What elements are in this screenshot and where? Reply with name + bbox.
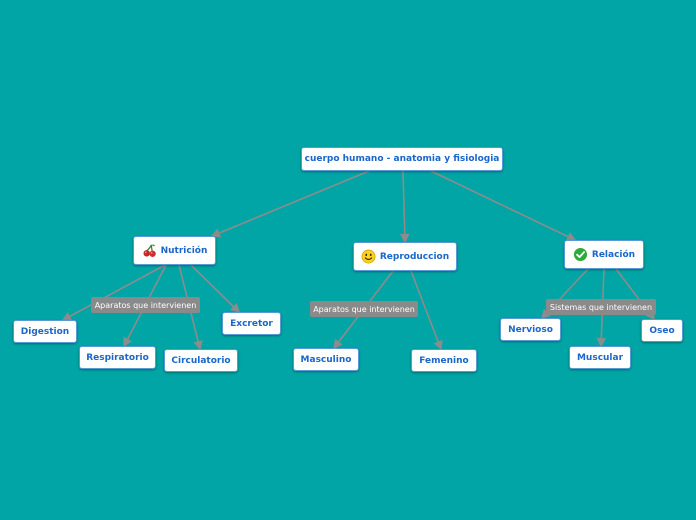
branch-node-reproduccion[interactable]: Reproduccion xyxy=(353,242,457,271)
child-node-femenino-label: Femenino xyxy=(419,355,469,366)
child-node-oseo[interactable]: Oseo xyxy=(641,319,683,342)
child-node-excretor-label: Excretor xyxy=(230,318,273,329)
connector-root-to-reproduccion xyxy=(399,170,410,244)
connector-nutricion-to-excretor xyxy=(190,264,241,314)
child-node-respiratorio[interactable]: Respiratorio xyxy=(79,346,156,369)
connector-label-reproduccion: Aparatos que intervienen xyxy=(310,301,418,317)
child-node-masculino[interactable]: Masculino xyxy=(293,348,359,371)
branch-node-relacion-label: Relación xyxy=(591,249,636,260)
root-node[interactable]: cuerpo humano - anatomia y fisiologia xyxy=(301,147,503,171)
child-node-digestion-label: Digestion xyxy=(20,326,70,337)
branch-node-nutricion[interactable]: Nutrición xyxy=(133,236,216,265)
child-node-nervioso-label: Nervioso xyxy=(508,324,553,335)
connector-root-to-relacion xyxy=(430,170,577,241)
child-node-masculino-label: Masculino xyxy=(300,354,352,365)
root-node-label: cuerpo humano - anatomia y fisiologia xyxy=(304,154,500,164)
branch-node-relacion[interactable]: Relación xyxy=(564,240,644,269)
cherries-icon xyxy=(142,243,157,258)
child-node-muscular[interactable]: Muscular xyxy=(569,346,631,369)
child-node-digestion[interactable]: Digestion xyxy=(13,320,77,343)
connector-label-nutricion: Aparatos que intervienen xyxy=(91,297,200,313)
child-node-femenino[interactable]: Femenino xyxy=(411,349,477,372)
connector-root-to-nutricion xyxy=(210,170,370,238)
connector-label-relacion: Sistemas que intervienen xyxy=(546,299,656,315)
connector-nutricion-to-digestion xyxy=(61,264,166,321)
child-node-excretor[interactable]: Excretor xyxy=(222,312,281,335)
branch-node-nutricion-label: Nutrición xyxy=(160,245,208,256)
smiley-face-icon xyxy=(361,249,376,264)
connector-reproduccion-to-femenino xyxy=(410,270,443,351)
branch-node-reproduccion-label: Reproduccion xyxy=(379,251,450,262)
green-check-icon xyxy=(573,247,588,262)
child-node-muscular-label: Muscular xyxy=(576,352,624,363)
child-node-nervioso[interactable]: Nervioso xyxy=(500,318,561,341)
child-node-circulatorio[interactable]: Circulatorio xyxy=(164,349,238,372)
child-node-respiratorio-label: Respiratorio xyxy=(86,352,149,363)
child-node-circulatorio-label: Circulatorio xyxy=(171,355,231,366)
child-node-oseo-label: Oseo xyxy=(649,325,675,336)
